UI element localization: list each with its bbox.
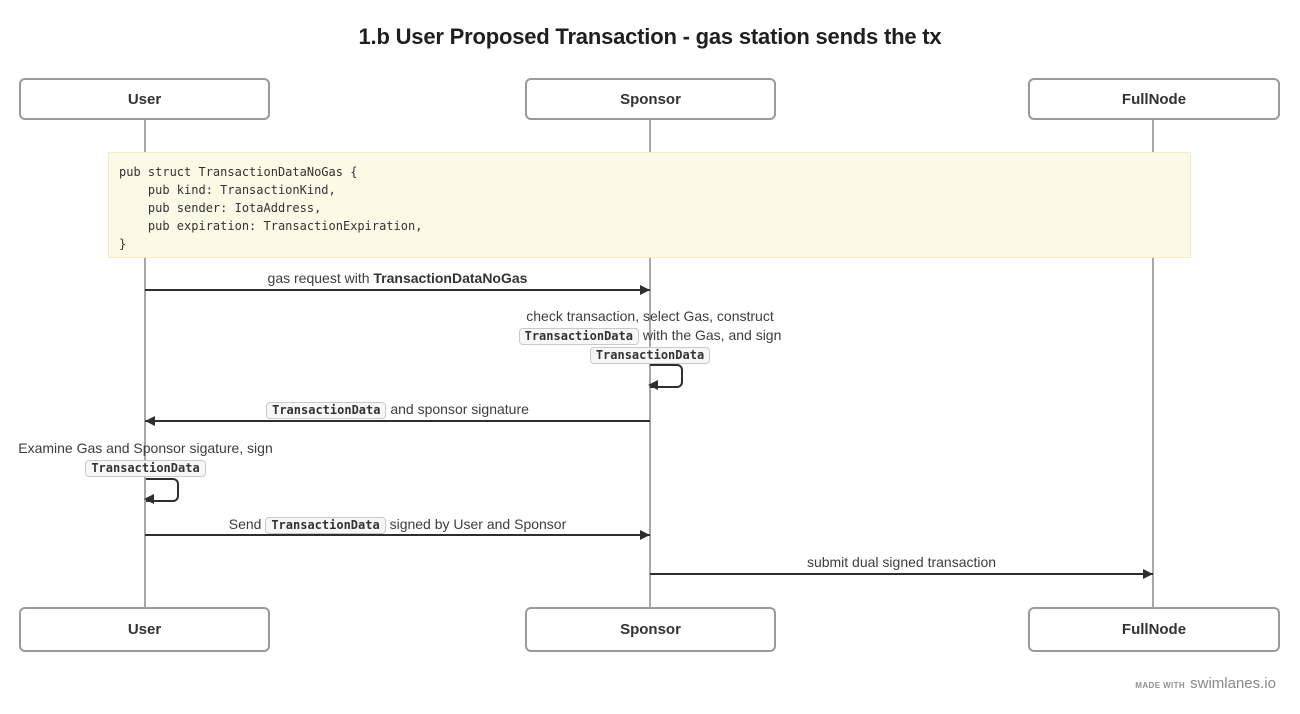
diagram-title: 1.b User Proposed Transaction - gas stat…	[358, 24, 942, 49]
actor-box-fullnode-top: FullNode	[1028, 78, 1280, 120]
message-arrow-gas-request	[145, 289, 650, 291]
message-arrow-send-signed	[145, 534, 650, 536]
message-label-send-signed: Send TransactionData signed by User and …	[228, 516, 567, 534]
actor-label-fullnode-top: FullNode	[1121, 90, 1187, 108]
actor-label-sponsor-bottom: Sponsor	[620, 621, 681, 638]
actor-box-sponsor-top: Sponsor	[525, 78, 776, 120]
self-loop-sponsor	[648, 364, 683, 390]
actor-box-user-top: User	[19, 78, 270, 120]
arrowhead-left-icon	[144, 494, 154, 504]
message-label-gas-request: gas request with TransactionDataNoGas	[267, 270, 528, 286]
lifeline-user	[144, 120, 146, 607]
message-label-submit: submit dual signed transaction	[806, 554, 997, 570]
actor-label-user-bottom: User	[127, 621, 162, 638]
arrowhead-left-icon	[145, 416, 155, 426]
actor-label-user-top: User	[127, 90, 162, 108]
arrowhead-right-icon	[640, 530, 650, 540]
actor-box-fullnode-bottom: FullNode	[1028, 607, 1280, 652]
code-note: pub struct TransactionDataNoGas { pub ki…	[108, 152, 1191, 258]
actor-box-user-bottom: User	[19, 607, 270, 652]
message-arrow-submit	[650, 573, 1153, 575]
actor-label-sponsor-top: Sponsor	[620, 90, 681, 108]
arrowhead-right-icon	[1143, 569, 1153, 579]
self-loop-user	[144, 478, 179, 504]
actor-box-sponsor-bottom: Sponsor	[525, 607, 776, 652]
actor-label-fullnode-bottom: FullNode	[1121, 621, 1187, 638]
arrowhead-right-icon	[640, 285, 650, 295]
code-note-text: pub struct TransactionDataNoGas { pub ki…	[119, 165, 423, 251]
footer: MADE WITH swimlanes.io	[1135, 675, 1276, 692]
message-label-sponsor-self: check transaction, select Gas, construct…	[450, 307, 850, 365]
message-label-sponsor-response: TransactionData and sponsor signature	[145, 400, 650, 420]
lifeline-fullnode	[1152, 120, 1154, 607]
swimlanes-brand-link[interactable]: swimlanes.io	[1190, 675, 1276, 692]
message-arrow-sponsor-response	[145, 420, 650, 422]
arrowhead-left-icon	[648, 380, 658, 390]
made-with-label: MADE WITH	[1135, 681, 1186, 690]
